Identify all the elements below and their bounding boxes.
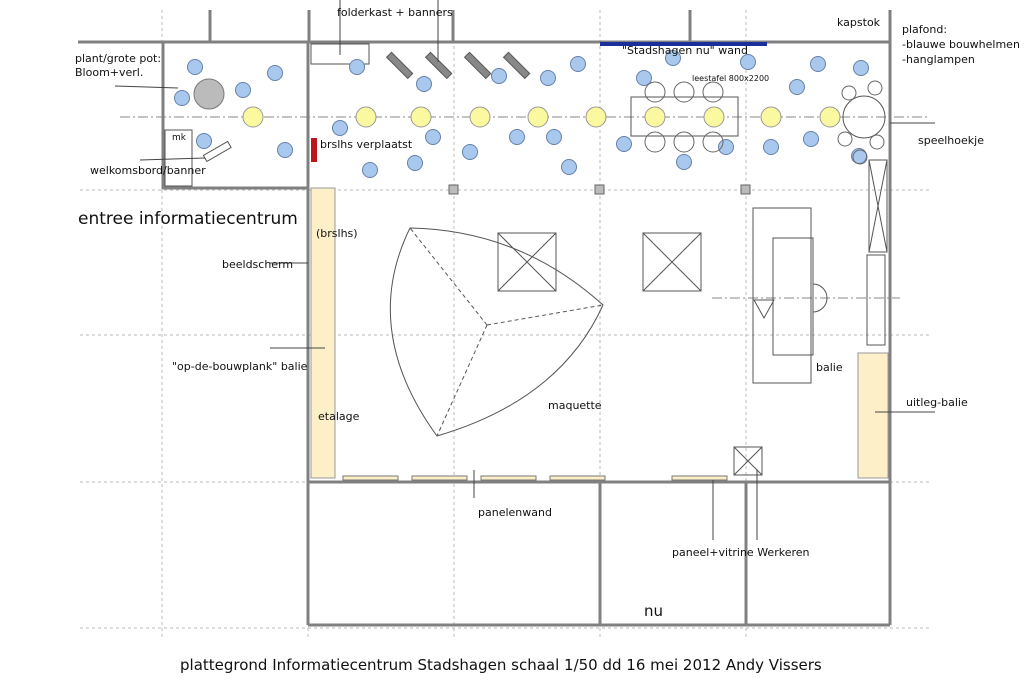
lamp-icon (819, 106, 841, 128)
chairs (644, 80, 885, 165)
lamp-icon (355, 106, 377, 128)
helmet-icon (789, 79, 805, 95)
helmet-icon (763, 139, 779, 155)
helmet-icon (332, 120, 348, 136)
kapstok-label: kapstok (837, 16, 881, 29)
chair-icon (673, 131, 695, 153)
speeltafel (842, 95, 886, 139)
stadshagen-wand-label: "Stadshagen nu" wand (622, 44, 748, 57)
plafond-helmets-label: -blauwe bouwhelmen (902, 38, 1020, 51)
banners (385, 51, 531, 80)
chair-icon (841, 85, 857, 101)
helmet-icon (362, 162, 378, 178)
helmet-icon (174, 90, 190, 106)
plafond-lamps-label: -hanglampen (902, 53, 975, 66)
lamp-icon (644, 106, 666, 128)
blue-helmets (174, 50, 869, 178)
leader-lines (114, 0, 935, 540)
brochure-rack-red (311, 138, 317, 162)
helmet-icon (810, 56, 826, 72)
lamp-icon (527, 106, 549, 128)
bouwplank-label: "op-de-bouwplank" balie (172, 360, 308, 373)
welkomsbord (202, 140, 232, 163)
display-boxes (497, 159, 888, 476)
lamp-icon (469, 106, 491, 128)
helmet-icon (676, 154, 692, 170)
entree-label: entree informatiecentrum (78, 209, 298, 229)
helmet-icon (570, 56, 586, 72)
helmet-icon (561, 159, 577, 175)
leestafel (630, 96, 739, 137)
nu-label: nu (644, 602, 664, 620)
helmet-icon (665, 50, 681, 66)
helmet-icon (718, 139, 734, 155)
chair-icon (869, 134, 885, 150)
helmet-icon (546, 129, 562, 145)
plafond-label: plafond: (902, 23, 948, 36)
helmet-icon (491, 68, 507, 84)
helmet-icon (407, 155, 423, 171)
stadshagen-nu-wall (600, 42, 767, 46)
chair-icon (837, 131, 853, 147)
helmet-icon (636, 70, 652, 86)
uitleg-balie-counter (857, 352, 889, 479)
helmet-icon (540, 70, 556, 86)
brslhs-label: (brslhs) (316, 227, 358, 240)
helmet-icon (616, 136, 632, 152)
chair-icon (644, 131, 666, 153)
helmet-icon (803, 131, 819, 147)
chair-icon (852, 149, 868, 165)
panelenwand-label: panelenwand (478, 506, 552, 519)
helmet-icon (851, 148, 867, 164)
etalage-counter (310, 187, 336, 479)
helmet-icon (187, 59, 203, 75)
welkomsbord-label: welkomsbord/banner (90, 164, 206, 177)
helmet-icon (509, 129, 525, 145)
helmet-icon (740, 54, 756, 70)
helmet-icon (853, 60, 869, 76)
mk-label: mk (172, 133, 186, 143)
helmet-icon (235, 82, 251, 98)
paneel-vitrine-label: paneel+vitrine Werkeren (672, 546, 810, 559)
uitleg-balie-label: uitleg-balie (906, 396, 968, 409)
helmet-icon (277, 142, 293, 158)
lamp-icon (703, 106, 725, 128)
helmet-icon (349, 59, 365, 75)
folderkast-label: folderkast + banners (337, 6, 453, 19)
lamp-icon (242, 106, 264, 128)
maquette-shape (389, 227, 604, 437)
chair-icon (644, 81, 666, 103)
chair-icon (673, 81, 695, 103)
plant-pot (193, 78, 225, 110)
plant-sub-label: Bloom+verl. (75, 66, 144, 79)
helmet-icon (416, 76, 432, 92)
speelhoekje-label: speelhoekje (918, 134, 984, 147)
balie-label: balie (816, 361, 843, 374)
plan-title: plattegrond Informatiecentrum Stadshagen… (180, 656, 822, 674)
helmet-icon (462, 144, 478, 160)
maquette-label: maquette (548, 399, 602, 412)
walls (78, 10, 892, 627)
lamp-icon (410, 106, 432, 128)
chair-icon (702, 131, 724, 153)
helmet-icon (267, 65, 283, 81)
lamp-icon (760, 106, 782, 128)
etalage-label: etalage (318, 410, 360, 423)
chair-icon (702, 81, 724, 103)
hanging-lamps (242, 106, 841, 128)
helmet-icon (196, 133, 212, 149)
plant-label: plant/grote pot: (75, 52, 162, 65)
beeldscherm-label: beeldscherm (222, 258, 294, 271)
brslhs-verplaatst-label: brslhs verplaatst (320, 138, 413, 151)
lamp-icon (585, 106, 607, 128)
leestafel-label: leestafel 800x2200 (692, 74, 770, 83)
columns (448, 184, 751, 195)
helmet-icon (425, 129, 441, 145)
panels (342, 475, 728, 481)
chair-icon (867, 80, 883, 96)
